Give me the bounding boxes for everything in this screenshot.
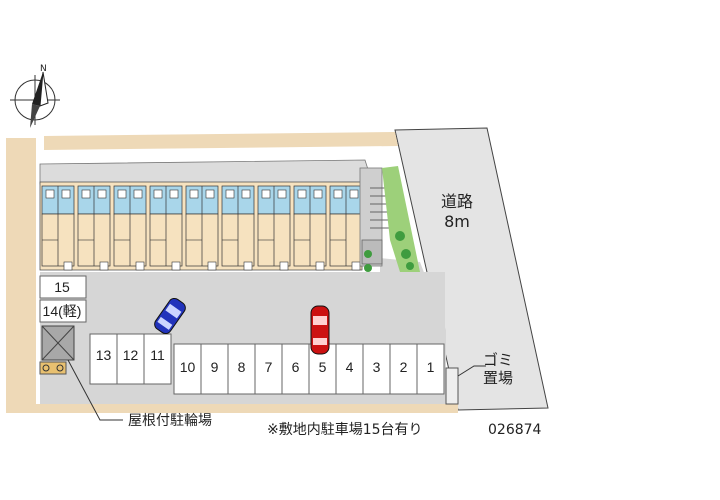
apartment-unit bbox=[149, 185, 183, 271]
compass: N bbox=[10, 64, 60, 128]
bicycle-shed: 屋根付駐輪場 bbox=[39, 325, 212, 429]
road-width: 8m bbox=[444, 212, 470, 231]
apartment-unit bbox=[257, 185, 291, 271]
parking-left-row: 13 12 11 bbox=[89, 333, 172, 385]
parking-slot-label: 6 bbox=[292, 359, 300, 375]
parking-slot-label: 11 bbox=[150, 347, 165, 363]
parking-slot-label: 10 bbox=[180, 359, 196, 375]
greenery bbox=[364, 166, 420, 272]
parking-slot bbox=[116, 333, 145, 385]
parking-slot-label: 1 bbox=[427, 359, 435, 375]
parking-slot bbox=[143, 333, 172, 385]
parking-slot-label: 8 bbox=[238, 359, 246, 375]
garbage-label-2: 置場 bbox=[483, 369, 513, 387]
garbage-label-1: ゴミ bbox=[483, 351, 513, 369]
slot-14-label: 14(軽) bbox=[43, 303, 82, 319]
parking-slot-label: 12 bbox=[123, 347, 139, 363]
parking-slot-label: 9 bbox=[211, 359, 219, 375]
north-label: N bbox=[40, 64, 47, 74]
road-name: 道路 bbox=[441, 192, 473, 211]
parking-slot-label: 4 bbox=[346, 359, 354, 375]
apartment-unit bbox=[221, 185, 255, 271]
garbage-area: ゴミ 置場 bbox=[445, 351, 513, 405]
blue-car bbox=[154, 297, 186, 335]
apartment-unit bbox=[185, 185, 219, 271]
apartment-unit bbox=[329, 185, 363, 271]
parking-slot bbox=[173, 343, 202, 395]
apartment-unit bbox=[77, 185, 111, 271]
bicycle-shed-label: 屋根付駐輪場 bbox=[128, 412, 212, 429]
parking-slot bbox=[254, 343, 283, 395]
parking-note: ※敷地内駐車場15台有り bbox=[267, 421, 423, 438]
apartment-unit bbox=[113, 185, 147, 271]
slot-15-label: 15 bbox=[54, 279, 70, 295]
parking-top-slots: 15 14(軽) bbox=[39, 275, 87, 323]
site-boundary bbox=[6, 132, 458, 413]
property-code: 026874 bbox=[488, 422, 542, 438]
parking-slot-label: 3 bbox=[373, 359, 381, 375]
apartment-unit bbox=[293, 185, 327, 271]
apartment-unit bbox=[41, 185, 75, 271]
parking-bottom-row: 10 9 8 7 6 5 4 3 2 1 bbox=[173, 343, 445, 395]
parking-slot bbox=[281, 343, 310, 395]
red-car bbox=[310, 305, 330, 355]
apartment-building bbox=[39, 159, 398, 271]
parking-slot bbox=[89, 333, 118, 385]
parking-slot-label: 2 bbox=[400, 359, 408, 375]
parking-slot bbox=[362, 343, 391, 395]
parking-slot-label: 13 bbox=[96, 347, 112, 363]
parking-slot-label: 7 bbox=[265, 359, 273, 375]
parking-slot bbox=[416, 343, 445, 395]
parking-slot-label: 5 bbox=[319, 359, 327, 375]
